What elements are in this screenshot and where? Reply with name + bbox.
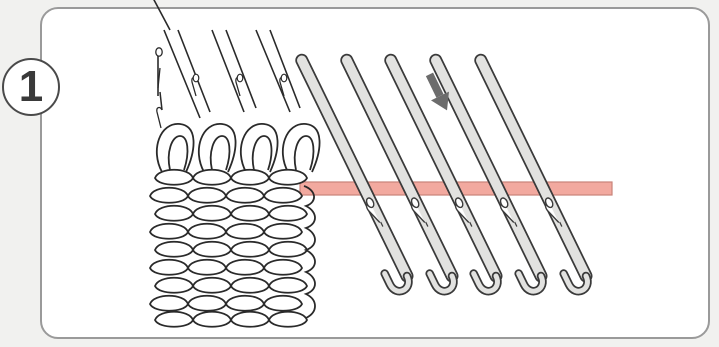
back-needle-set (151, 0, 300, 128)
step-number: 1 (19, 65, 43, 109)
step-number-badge: 1 (2, 58, 60, 116)
knitted-fabric (150, 170, 315, 327)
top-loop-row (157, 124, 320, 172)
